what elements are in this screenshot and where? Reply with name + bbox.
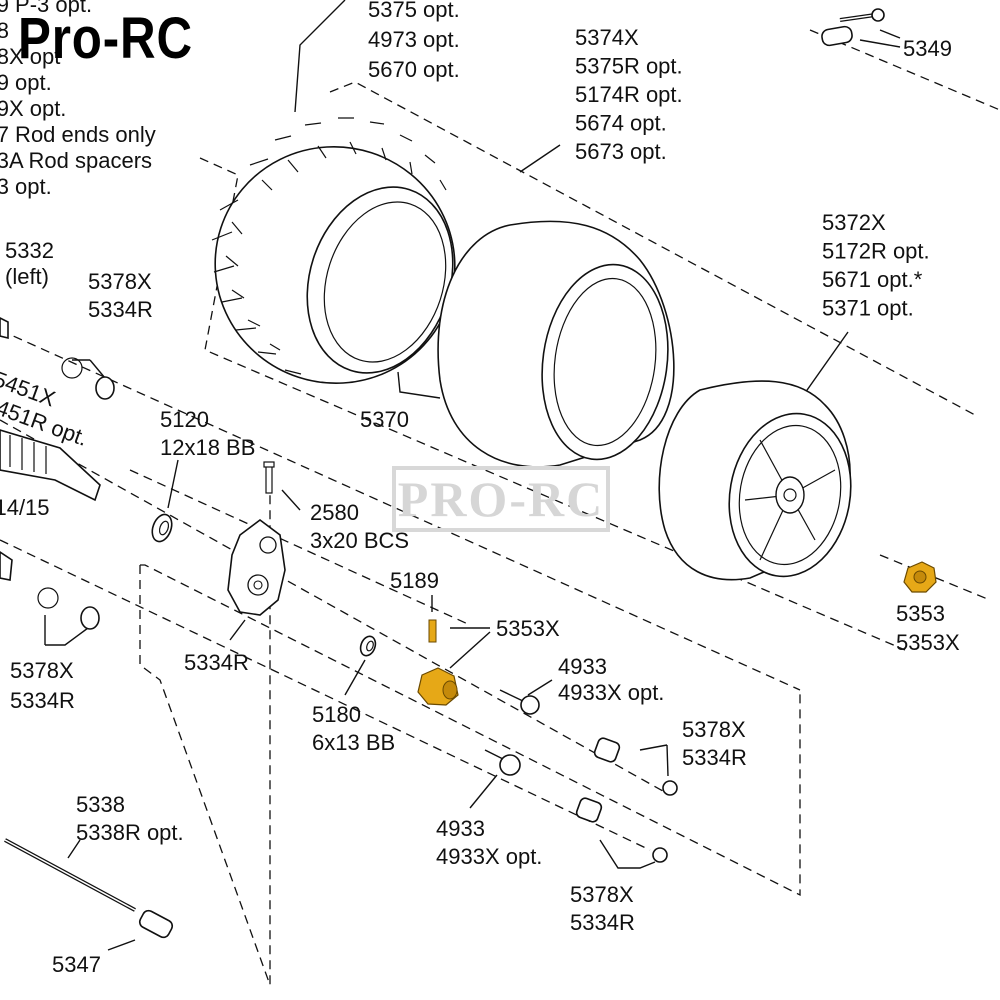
tire-5370 — [211, 117, 456, 384]
axle-end-left — [0, 317, 13, 581]
part-label-14: 5353 5353X — [896, 601, 960, 655]
part-label-line: 5332 — [5, 238, 54, 263]
part-label-line: 5674 opt. — [575, 111, 667, 136]
foam-insert-5374X — [437, 220, 675, 468]
part-label-line: (left) — [5, 264, 49, 289]
part-label-21: 4933 4933X opt. — [436, 816, 542, 869]
part-label-line: 5334R — [88, 297, 153, 322]
part-label-line: 4933 — [436, 816, 485, 841]
part-label-line: 5318 — [0, 18, 9, 43]
part-label-line: 4933 — [558, 654, 607, 679]
bearing-5120 — [151, 513, 173, 543]
part-label-line: 6x13 BB — [312, 730, 395, 755]
part-label-line: 4933X opt. — [436, 844, 542, 869]
part-label-line: 5180 — [312, 702, 361, 727]
axle-5451X — [0, 429, 101, 502]
part-label-line: 5353X — [496, 616, 560, 641]
bearing-5180 — [359, 635, 377, 657]
clips-left-upper — [61, 357, 115, 400]
part-label-line: 5347 Rod ends only — [0, 122, 156, 147]
part-label-line: 5378X — [570, 882, 634, 907]
rod-end-5349 — [821, 8, 885, 47]
part-label-19: 5378X 5334R — [682, 717, 747, 770]
part-label-line: 5334R — [10, 688, 75, 713]
part-label-10: 2580 3x20 BCS — [310, 500, 409, 553]
part-label-2: 5374X 5375R opt. 5174R opt. 5674 opt. 5673 o… — [575, 25, 683, 164]
part-label-line: 5174R opt. — [575, 82, 683, 107]
hex-hub-5353X — [417, 667, 459, 706]
part-label-15: 5378X 5334R — [10, 658, 75, 713]
part-label-line: 5319 opt. — [0, 70, 52, 95]
part-label-line: 2580 — [310, 500, 359, 525]
part-label-line: 5347 — [52, 952, 101, 977]
part-label-line: 5338 — [76, 792, 125, 817]
part-label-line: 5378X — [682, 717, 746, 742]
part-label-line: 4933X opt. — [558, 680, 664, 705]
part-label-line: 5334R — [570, 910, 635, 935]
part-label-8: 5370 — [360, 407, 409, 432]
part-label-line: 5120 — [160, 407, 209, 432]
part-label-18: 5180 6x13 BB — [312, 702, 395, 755]
screw-2580 — [263, 461, 275, 494]
part-label-22: 5378X 5334R — [570, 882, 635, 935]
hub-carrier-5334R — [227, 519, 286, 616]
part-label-line: 5133A Rod spacers — [0, 148, 152, 173]
part-label-0: 5359 P-3 opt.53185318X opt5319 opt.5319X… — [0, 0, 156, 199]
part-label-11: 5314/15 — [0, 495, 50, 520]
clips-left-lower — [37, 587, 100, 630]
part-label-13: 5353X — [496, 616, 560, 641]
part-label-line: 5319X opt. — [0, 96, 66, 121]
part-label-line: 5671 opt.* — [822, 267, 923, 292]
part-label-line: 5353X — [896, 630, 960, 655]
part-label-line: 5371 opt. — [822, 296, 914, 321]
part-label-line: 5318X opt — [0, 44, 60, 69]
wheel-nut-5353 — [903, 561, 937, 593]
part-label-line: 5334R — [184, 650, 249, 675]
part-label-1: 5375 opt. 4973 opt. 5670 opt. — [368, 0, 460, 82]
part-label-3: 5349 — [903, 36, 952, 61]
part-label-line: 5133 opt. — [0, 174, 52, 199]
part-label-line: 5375R opt. — [575, 54, 683, 79]
part-label-20: 5338 5338R opt. — [76, 792, 184, 845]
part-label-6: 5372X 5172R opt. 5671 opt.* 5371 opt. — [822, 210, 930, 321]
part-label-line: 3x20 BCS — [310, 528, 409, 553]
part-label-line: 5338R opt. — [76, 820, 184, 845]
part-label-line: 5359 P-3 opt. — [0, 0, 92, 17]
part-label-5: 5378X 5334R — [88, 269, 153, 322]
wheel-5372X — [658, 380, 852, 581]
part-label-line: 5374X — [575, 25, 639, 50]
part-label-line: 5673 opt. — [575, 139, 667, 164]
pin-5189 — [428, 619, 437, 643]
turnbuckle-5338 — [4, 838, 174, 939]
part-label-line: 5334R — [682, 745, 747, 770]
pivot-ball-4933-upper — [499, 689, 540, 715]
part-label-line: 5189 — [390, 568, 439, 593]
watermark-box: PRO-RC — [392, 466, 610, 532]
part-label-4: 5332(left) — [5, 238, 54, 289]
rod-end-upper — [593, 737, 678, 796]
part-label-line: 5375 opt. — [368, 0, 460, 22]
part-label-line: 4973 opt. — [368, 27, 460, 52]
part-label-line: 5349 — [903, 36, 952, 61]
part-label-line: 5378X — [10, 658, 74, 683]
part-label-line: 5372X — [822, 210, 886, 235]
part-label-line: 5172R opt. — [822, 239, 930, 264]
part-label-line: 5370 — [360, 407, 409, 432]
part-label-line: 5670 opt. — [368, 57, 460, 82]
part-label-line: 5314/15 — [0, 495, 50, 520]
part-label-line: 12x18 BB — [160, 435, 255, 460]
part-label-line: 5353 — [896, 601, 945, 626]
part-label-12: 5189 — [390, 568, 439, 593]
rod-end-lower — [575, 797, 668, 863]
pivot-ball-4933-lower — [484, 749, 521, 776]
part-label-line: 5378X — [88, 269, 152, 294]
part-label-16: 5334R — [184, 650, 249, 675]
brand-logo: Pro-RC — [18, 6, 193, 71]
part-label-9: 5120 12x18 BB — [160, 407, 255, 460]
part-label-23: 5347 — [52, 952, 101, 977]
